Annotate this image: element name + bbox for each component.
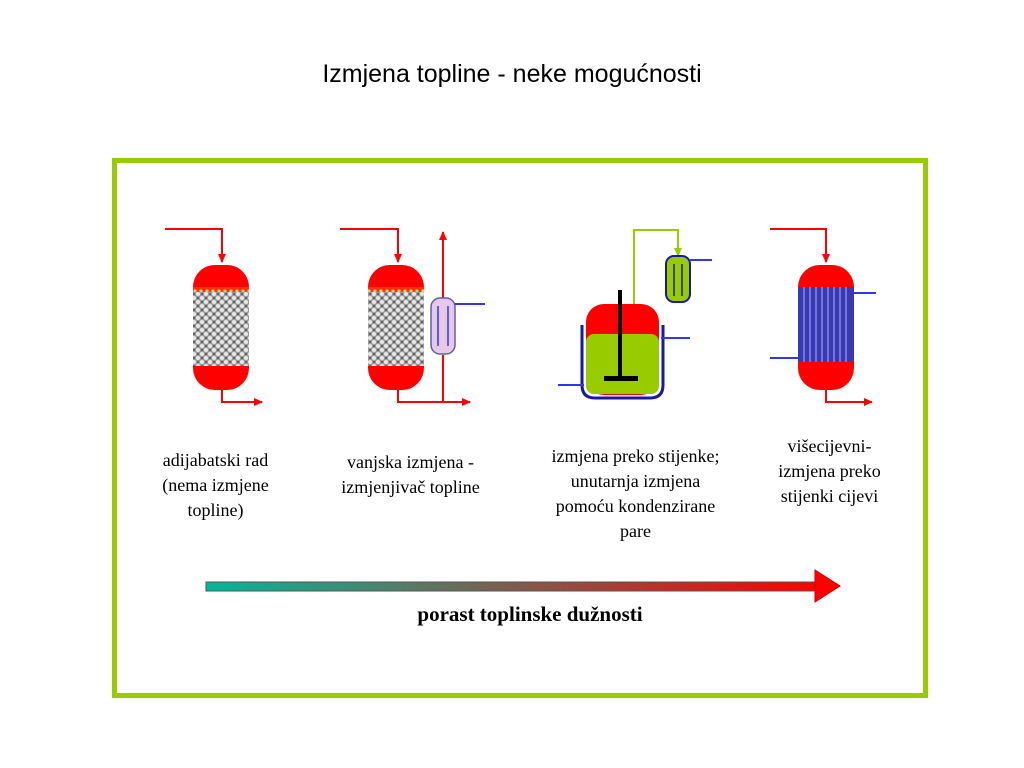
jacketed-stirred-reactor-icon xyxy=(558,229,712,400)
caption-multitubular: višecijevni- izmjena preko stijenki cije… xyxy=(778,436,881,506)
heat-duty-label: porast toplinske dužnosti xyxy=(417,602,643,626)
adiabatic-reactor-icon xyxy=(165,228,263,406)
caption-jacketed: izmjena preko stijenke; unutarnja izmjen… xyxy=(551,446,720,541)
multitubular-reactor-icon xyxy=(770,228,876,406)
external-exchanger-reactor-icon xyxy=(340,228,485,406)
caption-adiabatic: adijabatski rad (nema izmjene topline) xyxy=(162,450,269,520)
diagram-frame xyxy=(112,158,928,698)
caption-external-exchanger: vanjska izmjena - izmjenjivač topline xyxy=(341,452,480,497)
slide-title: Izmjena topline - neke mogućnosti xyxy=(322,60,702,88)
heat-duty-arrow xyxy=(205,569,841,603)
